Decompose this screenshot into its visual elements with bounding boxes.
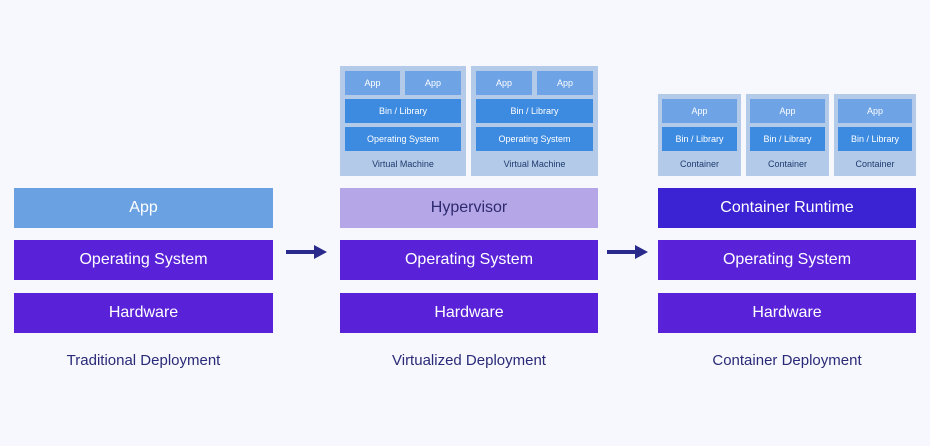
traditional-hardware-layer: Hardware [14, 293, 273, 333]
container-caption: Container Deployment [712, 352, 862, 369]
vm-label: Virtual Machine [372, 159, 434, 169]
vm-bin-library-box: Bin / Library [476, 99, 593, 123]
vm-app-box: App [345, 71, 400, 95]
container-label: Container [767, 159, 808, 169]
container-label: Container [679, 159, 720, 169]
traditional-os-layer: Operating System [14, 240, 273, 280]
virtualized-os-layer: Operating System [340, 240, 598, 280]
container-panel: App Bin / Library Container [834, 94, 916, 176]
vm-os-box: Operating System [476, 127, 593, 151]
arrow-right-icon [607, 245, 648, 259]
vm-label: Virtual Machine [503, 159, 566, 169]
container-bin-library-box: Bin / Library [750, 127, 825, 151]
container-app-box: App [838, 99, 912, 123]
container-panel: App Bin / Library Container [746, 94, 829, 176]
container-bin-library-box: Bin / Library [662, 127, 737, 151]
traditional-caption: Traditional Deployment [66, 352, 221, 369]
vm-app-box: App [537, 71, 593, 95]
virtual-machine-panel: App App Bin / Library Operating System V… [471, 66, 598, 176]
container-bin-library-box: Bin / Library [838, 127, 912, 151]
vm-app-box: App [405, 71, 461, 95]
traditional-app-layer: App [14, 188, 273, 228]
vm-bin-library-box: Bin / Library [345, 99, 461, 123]
container-panel: App Bin / Library Container [658, 94, 741, 176]
virtualized-caption: Virtualized Deployment [392, 352, 546, 369]
container-os-layer: Operating System [658, 240, 916, 280]
container-app-box: App [750, 99, 825, 123]
container-app-box: App [662, 99, 737, 123]
vm-app-box: App [476, 71, 532, 95]
virtualized-hardware-layer: Hardware [340, 293, 598, 333]
vm-os-box: Operating System [345, 127, 461, 151]
arrow-right-icon [286, 245, 327, 259]
container-label: Container [855, 159, 895, 169]
hypervisor-layer: Hypervisor [340, 188, 598, 228]
virtual-machine-panel: App App Bin / Library Operating System V… [340, 66, 466, 176]
container-runtime-layer: Container Runtime [658, 188, 916, 228]
container-hardware-layer: Hardware [658, 293, 916, 333]
